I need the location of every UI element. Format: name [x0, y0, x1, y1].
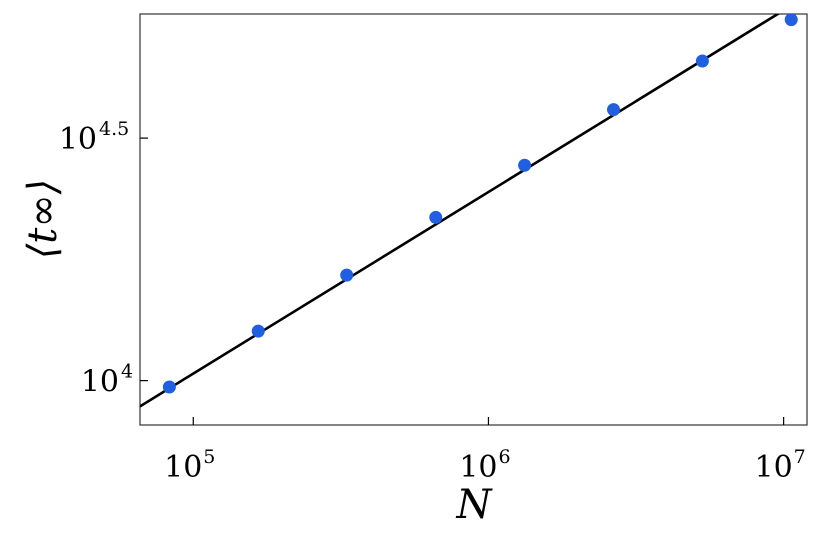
x-tick-exponent: 7: [794, 446, 806, 468]
data-point: [784, 14, 798, 27]
data-point: [518, 158, 532, 172]
x-tick-label: 10: [164, 450, 202, 485]
series-layer: [140, 14, 798, 408]
data-point: [429, 210, 443, 224]
y-tick-label: 10: [59, 122, 97, 157]
x-axis-label: N: [456, 482, 494, 528]
x-tick-label: 10: [755, 450, 793, 485]
y-tick-exponent: 4.5: [99, 118, 129, 140]
fit-line: [140, 14, 781, 408]
data-point: [340, 268, 354, 282]
data-point: [162, 380, 176, 394]
y-axis-label: ⟨t∞⟩: [20, 179, 66, 260]
data-point: [695, 54, 709, 68]
plot-frame: [139, 13, 808, 426]
y-tick-exponent: 4: [121, 361, 133, 383]
x-tick-exponent: 6: [498, 446, 510, 468]
y-tick-label: 10: [81, 365, 119, 400]
x-tick-label: 10: [459, 450, 497, 485]
data-point: [607, 103, 621, 117]
data-point: [251, 324, 265, 338]
x-tick-exponent: 5: [203, 446, 215, 468]
